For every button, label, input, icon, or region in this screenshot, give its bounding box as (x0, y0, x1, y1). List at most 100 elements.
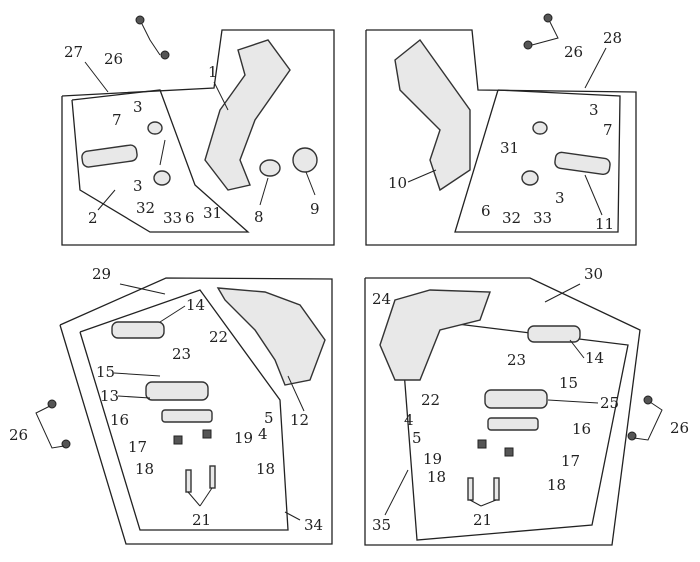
panel-bottom-left (35, 277, 333, 545)
leader (544, 283, 581, 303)
bracket-26-top-right (531, 21, 559, 46)
plate-17 (161, 409, 213, 423)
bolt-21c (467, 477, 474, 501)
clip-3a (147, 121, 163, 135)
leader (187, 491, 201, 507)
rubber-18d (504, 447, 514, 457)
leader (159, 305, 186, 323)
label: 33 (533, 209, 552, 227)
label: 32 (502, 209, 521, 227)
leader (569, 339, 585, 359)
leader (547, 399, 599, 404)
label: 3 (133, 177, 143, 195)
label: 32 (136, 199, 155, 217)
nut-9 (292, 147, 318, 173)
bolt-26b (61, 439, 71, 449)
label: 22 (209, 328, 228, 346)
label: 12 (290, 411, 309, 429)
bolt-26d (627, 431, 637, 441)
label: 26 (564, 43, 583, 61)
label: 25 (600, 394, 619, 412)
label: 2 (88, 209, 98, 227)
label: 5 (412, 429, 422, 447)
label: 4 (404, 411, 414, 429)
label: 26 (9, 426, 28, 444)
label: 27 (64, 43, 83, 61)
label: 34 (304, 516, 323, 534)
bolt-26g (543, 13, 553, 23)
leader (84, 61, 109, 93)
label: 8 (254, 208, 264, 226)
label: 33 (163, 209, 182, 227)
bolt-21d (493, 477, 500, 501)
bushing-8 (259, 159, 281, 177)
leader (480, 499, 497, 507)
frame-29 (59, 277, 333, 545)
label: 15 (559, 374, 578, 392)
label: 18 (547, 476, 566, 494)
leader (384, 469, 409, 516)
bolt-21a (185, 469, 192, 493)
top-bolts (135, 13, 559, 60)
bracket-26-top-left (141, 23, 161, 56)
label: 21 (192, 511, 211, 529)
label: 3 (133, 98, 143, 116)
frame-30 (364, 277, 641, 546)
leader (584, 47, 607, 89)
panel-top-left (61, 29, 335, 246)
label: 10 (388, 174, 407, 192)
leader (287, 375, 305, 412)
label: 3 (589, 101, 599, 119)
label: 19 (234, 429, 253, 447)
frame-2 (71, 89, 250, 233)
label: 6 (185, 209, 195, 227)
footrest-2 (81, 144, 138, 168)
label: 31 (500, 139, 519, 157)
label: 28 (603, 29, 622, 47)
leader (407, 169, 437, 183)
leader (117, 395, 151, 399)
label: 17 (128, 438, 147, 456)
pad-14b (527, 325, 581, 343)
label: 18 (135, 460, 154, 478)
footrest-11 (554, 151, 611, 176)
label: 16 (572, 420, 591, 438)
label: 5 (264, 409, 274, 427)
clip-3b (153, 170, 171, 186)
label: 18 (256, 460, 275, 478)
label: 3 (555, 189, 565, 207)
leader (97, 189, 116, 211)
label: 24 (372, 290, 391, 308)
label: 7 (603, 121, 613, 139)
label: 4 (258, 425, 268, 443)
rubber-18b (202, 429, 212, 439)
leader (199, 487, 213, 507)
label: 22 (421, 391, 440, 409)
label: 30 (584, 265, 603, 283)
rubber-18c (477, 439, 487, 449)
pad-14 (111, 321, 165, 339)
label: 13 (100, 387, 119, 405)
bracket-1 (204, 39, 291, 191)
leader (584, 174, 603, 216)
clip-3d (521, 170, 539, 186)
rubber-18a (173, 435, 183, 445)
bracket-12 (216, 287, 326, 386)
panel-bottom-right (364, 277, 663, 546)
label: 14 (585, 349, 604, 367)
frame-28 (365, 29, 637, 246)
bolt-26f (160, 50, 170, 60)
label: 31 (203, 204, 222, 222)
label: 7 (112, 111, 122, 129)
frame-11 (454, 89, 621, 233)
plate-17b (487, 417, 539, 431)
label: 1 (208, 63, 218, 81)
frame-27 (61, 29, 335, 246)
leaders-top (84, 47, 607, 216)
label: 6 (481, 202, 491, 220)
panel-top-right (365, 29, 637, 246)
frame-34 (79, 289, 289, 531)
pin-7 (159, 139, 166, 166)
bolt-21b (209, 465, 216, 489)
